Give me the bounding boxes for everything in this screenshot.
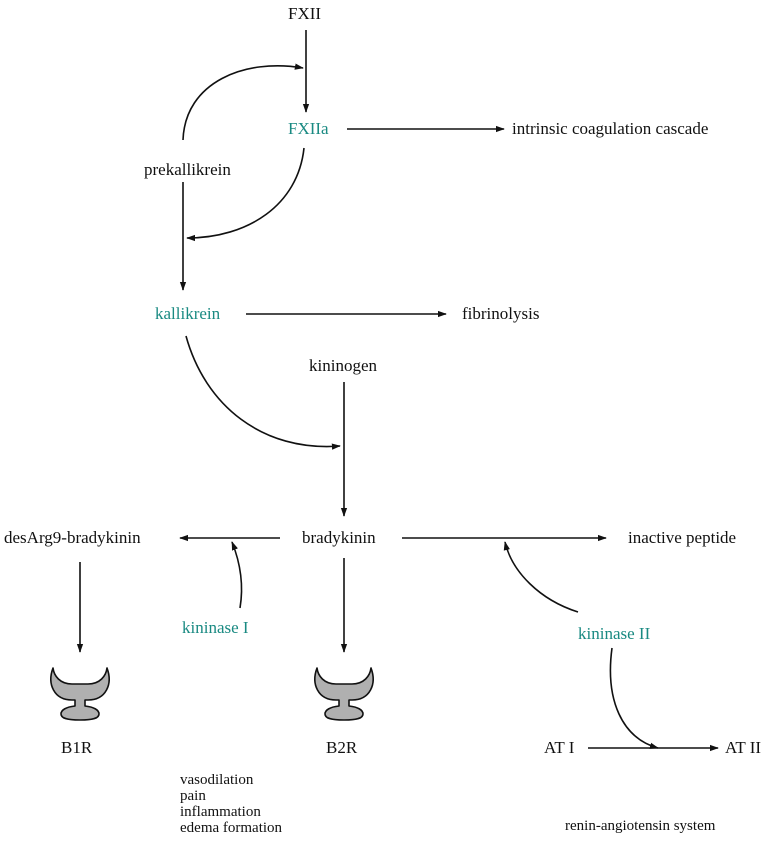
- node-at1: AT I: [544, 738, 575, 757]
- node-inactive-peptide: inactive peptide: [628, 528, 737, 547]
- arrow-kininase1: [231, 541, 243, 609]
- b2r-receptor-icon: [314, 667, 374, 721]
- effect-item: vasodilation: [180, 772, 254, 788]
- arrow-kininase2-at: [609, 647, 659, 749]
- node-b1r: B1R: [61, 738, 93, 757]
- arrow-kallikrein-kininogen: [185, 335, 341, 450]
- arrow-prekallikrein-fxii: [182, 63, 304, 141]
- node-bradykinin: bradykinin: [302, 528, 376, 547]
- arrow-kininase2: [503, 541, 579, 613]
- node-kininase-1: kininase I: [182, 618, 249, 637]
- arrow-fxiia-kallikrein-activation: [186, 147, 305, 242]
- node-at2: AT II: [725, 738, 762, 757]
- node-kininase-2: kininase II: [578, 624, 651, 643]
- node-b2r: B2R: [326, 738, 358, 757]
- node-fxii: FXII: [288, 4, 322, 23]
- node-kallikrein: kallikrein: [155, 304, 221, 323]
- node-kininogen: kininogen: [309, 356, 377, 375]
- node-prekallikrein: prekallikrein: [144, 160, 231, 179]
- node-fibrinolysis: fibrinolysis: [462, 304, 540, 323]
- node-renin-angiotensin-system: renin-angiotensin system: [565, 818, 716, 834]
- node-fxiia: FXIIa: [288, 119, 329, 138]
- effects-list: vasodilation pain inflammation edema for…: [180, 772, 282, 836]
- effect-item: pain: [180, 788, 206, 804]
- node-intrinsic-coagulation: intrinsic coagulation cascade: [512, 119, 709, 138]
- node-desarg9-bradykinin: desArg9-bradykinin: [4, 528, 141, 547]
- b1r-receptor-icon: [50, 667, 110, 721]
- effect-item: edema formation: [180, 820, 283, 836]
- effect-item: inflammation: [180, 804, 261, 820]
